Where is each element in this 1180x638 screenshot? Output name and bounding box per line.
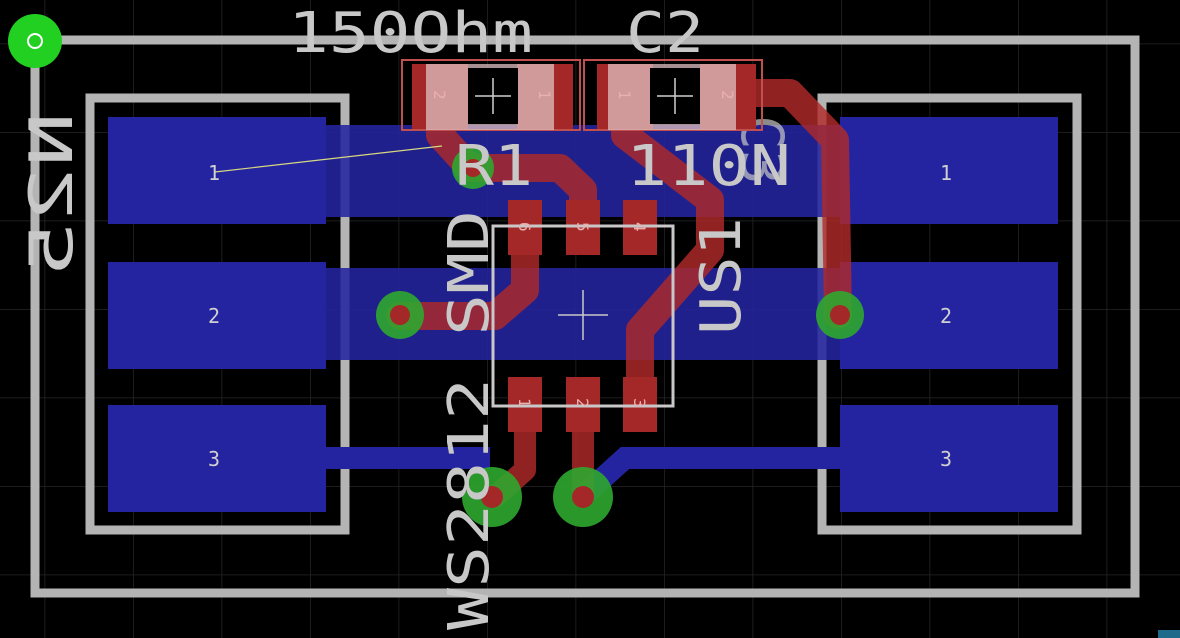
c2-origin-cross (657, 78, 693, 114)
origin-marker[interactable] (8, 14, 62, 68)
r1-value-label: 150Ohm (288, 1, 533, 66)
c2-pad-1-label: 1 (615, 90, 634, 100)
right-pad-1[interactable] (840, 117, 1058, 224)
corner-marker (1158, 630, 1180, 638)
r1-pad-2-label: 2 (430, 90, 449, 100)
vias (8, 14, 864, 527)
resistor-r1[interactable] (401, 59, 581, 131)
c2-value-label: 110N (626, 134, 791, 199)
left-pad-3-label: 3 (208, 447, 220, 471)
right-pad-1-label: 1 (940, 161, 952, 185)
bottom-copper-layer (108, 117, 1058, 512)
board-outline (30, 35, 1140, 598)
ic-pad-3-label: 3 (630, 398, 649, 408)
ic-outline (491, 224, 675, 408)
ic-pad-1-label: 1 (515, 398, 534, 408)
via-ic1-hole (481, 486, 503, 508)
ic-pad-6-label: 6 (515, 222, 534, 232)
right-pad-2-label: 2 (940, 304, 952, 328)
right-pad-3-label: 3 (940, 447, 952, 471)
c2-name-label: C2 (626, 1, 704, 66)
via-ic2-hole (572, 486, 594, 508)
r1-name-label: R1 (455, 134, 533, 199)
ic-pad-2-label: 2 (573, 398, 592, 408)
ic-name-label: US1 (689, 217, 754, 335)
airwire (214, 145, 443, 173)
via-right-row2-hole (830, 305, 850, 325)
trace-ic6-to-via[interactable] (386, 211, 539, 330)
ic-pad-5-label: 5 (573, 222, 592, 232)
right-pad-2[interactable] (840, 262, 1058, 369)
left-pad-1-label: 1 (208, 161, 220, 185)
via-left-row2-hole (390, 305, 410, 325)
left-pad-2-label: 2 (208, 304, 220, 328)
r1-pad-1-label: 1 (535, 90, 554, 100)
capacitor-c2[interactable] (583, 59, 763, 131)
c2-pad-2-label: 2 (718, 90, 737, 100)
trace-c2-to-right2[interactable] (711, 79, 852, 329)
silkscreen-text: 150Ohm C2 R1 110N N25 WS2812 SMD US1 (17, 1, 791, 630)
ic-part-label: WS2812 SMD (437, 210, 502, 630)
right-pad-3[interactable] (840, 405, 1058, 512)
left-pad-1[interactable] (108, 117, 326, 224)
left-pad-2[interactable] (108, 262, 326, 369)
origin-marker-ring (27, 33, 43, 49)
r1-origin-cross (475, 78, 511, 114)
left-pad-3[interactable] (108, 405, 326, 512)
ic-ws2812[interactable] (491, 224, 675, 408)
pad-numbers: 1 2 3 1 2 3 6 5 4 1 2 3 2 1 1 2 (208, 90, 952, 471)
via-r1-hole (464, 159, 482, 177)
connector-label: N25 (17, 112, 87, 277)
ic-origin-cross (558, 290, 608, 340)
ic-pad-4-label: 4 (630, 222, 649, 232)
